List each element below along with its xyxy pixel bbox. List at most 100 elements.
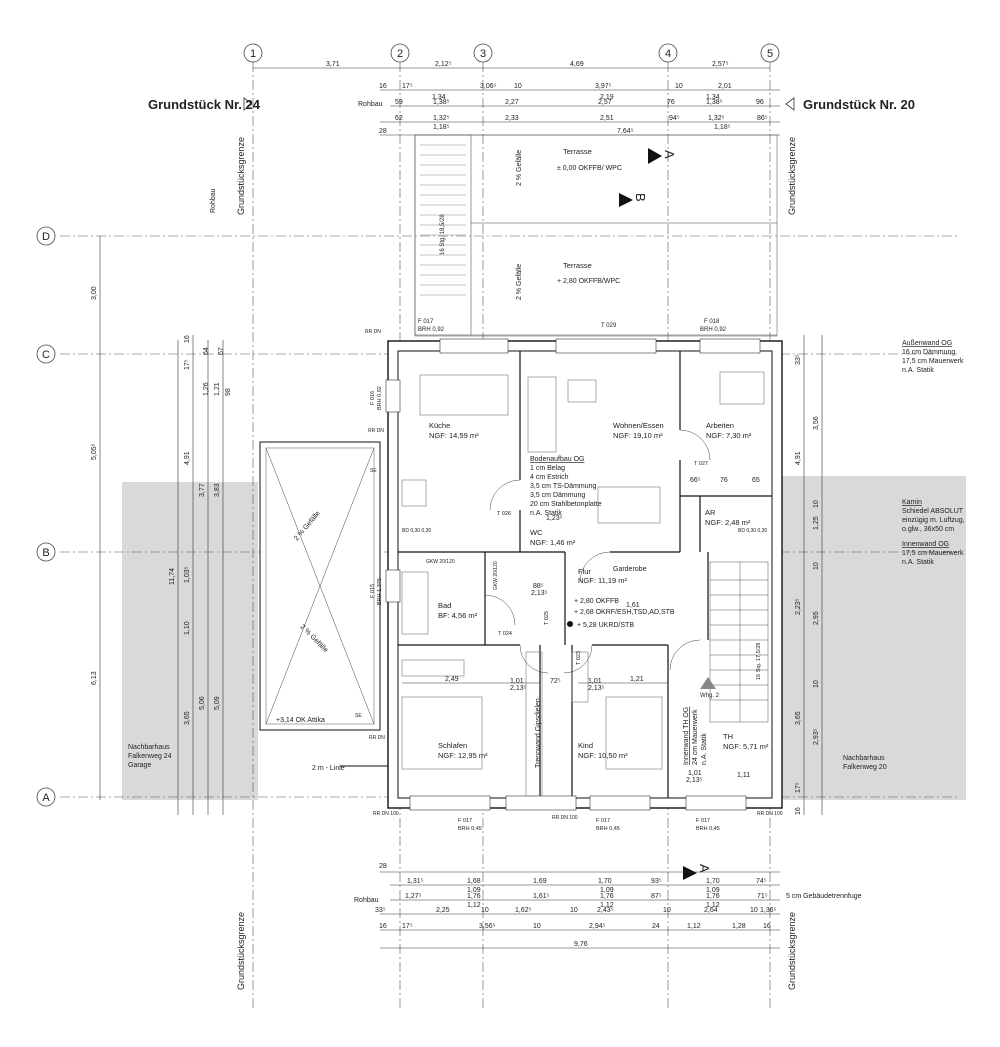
terrace-upper-level: + 2,80 OKFFB/WPC (557, 278, 620, 285)
dim-right-3: 4,91 (795, 451, 802, 465)
axis-5: 5 (767, 48, 773, 60)
axis-C: C (42, 349, 50, 361)
tag-brh-b1: BRH 0,45 (458, 826, 482, 832)
dim-left-6: 1,03⁵ (184, 566, 191, 583)
tag-t023: T 023 (576, 651, 582, 665)
dim-left-15: 64 (203, 347, 210, 355)
kamin-note: Kamin Schiedel ABSOLUT einzügig m. Luftz… (902, 499, 965, 533)
dim-bot-r7-2: 17⁵ (402, 923, 413, 930)
boundary-label-right-bottom: Grundstücksgrenze (787, 912, 797, 990)
dim-bot-r7-9: 16 (763, 923, 771, 930)
tag-f018: F 018 (704, 319, 720, 325)
kamin-line-1: Schiedel ABSOLUT (902, 508, 964, 515)
dim-row4-6: 1,38⁵ (706, 99, 723, 106)
dim-bot-r6-2: 2,25 (436, 907, 450, 914)
tag-brh-f017-top: BRH 0,92 (418, 327, 445, 333)
window-tags: T 026 T 027 T 024 T 025 T 023 F 016 BRH … (365, 329, 783, 832)
dim-left-9: 3,77 (199, 483, 206, 497)
neighbour-left-line-1: Nachbarhaus (128, 744, 170, 751)
tag-gkw-1: GKW 20/120 (426, 559, 455, 565)
plot-left-label: Grundstück Nr. 24 (148, 97, 261, 112)
dim-bot-r7-4: 10 (533, 923, 541, 930)
bodenaufbau-title: Bodenaufbau OG (530, 456, 585, 463)
dim-row2-1: 16 (379, 83, 387, 90)
se-bottom: SE (355, 713, 362, 719)
inner-dim-10: 2,13⁵ (686, 777, 703, 784)
inner-dim-16: 88⁵ (533, 583, 544, 590)
inner-dim-7: 65 (752, 477, 760, 484)
inner-dim-12: 2,13⁵ (510, 685, 527, 692)
dim-right-6: 10 (813, 562, 820, 570)
dim-bot-r5-1: 1,12 (467, 902, 481, 909)
dim-row4-7: 96 (756, 99, 764, 106)
dim-row5-7: 86⁵ (757, 115, 768, 122)
bodenaufbau-line-4: 3,5 cm Dämmung (530, 492, 585, 499)
dim-row3-1: 1,34 (432, 94, 446, 101)
inner-dim-1: 2,49 (445, 676, 459, 683)
boundary-label-right-top: Grundstücksgrenze (787, 137, 797, 215)
section-marker-b-top (619, 193, 633, 207)
room-wohnen-name: Wohnen/Essen (613, 421, 664, 430)
aussenwand-line-1: 16 cm Dämmung (902, 349, 955, 356)
room-arbeiten-area: NGF: 7,30 m² (706, 431, 752, 440)
tag-brh-b2: BRH 0,45 (596, 826, 620, 832)
dim-right-13: 16 (795, 807, 802, 815)
dim-row2-4: 10 (514, 83, 522, 90)
tag-f017-b1: F 017 (458, 818, 472, 824)
neighbour-left-line-3: Garage (128, 762, 151, 769)
axis-A: A (42, 792, 50, 804)
level-okrf: + 2,68 OKRF/ESH,TSD,AD,STB (574, 609, 675, 616)
dim-row6-4: 1,18⁵ (714, 124, 731, 131)
axis-4: 4 (665, 48, 671, 60)
dim-top-2: 2,12⁵ (435, 61, 452, 68)
dim-left-16: 67 (218, 347, 225, 355)
inner-dim-11: 1,01 (510, 678, 524, 685)
dim-right-1: 33⁵ (795, 354, 802, 365)
room-kind-area: NGF: 10,50 m² (578, 751, 628, 760)
rohbau-top-label: Rohbau (358, 101, 383, 108)
axis-D: D (42, 231, 50, 243)
tag-f017-b3: F 017 (696, 818, 710, 824)
section-label-b-top: B (633, 193, 648, 202)
tag-f015: F 015 (370, 584, 376, 598)
tag-brh-b3: BRH 0,45 (696, 826, 720, 832)
tag-rrdn-2: RR DN (368, 428, 384, 434)
neighbour-right-line-1: Nachbarhaus (843, 755, 885, 762)
dim-row5-2: 1,32⁵ (433, 115, 450, 122)
terrace-slope-1: 2 % Gefälle (516, 150, 523, 186)
inner-stair (709, 561, 769, 723)
section-marker-a-bottom (683, 866, 697, 880)
dim-bot-r6-8: 2,64 (704, 907, 718, 914)
dim-bot-r7-8: 1,28 (732, 923, 746, 930)
dim-bot-r7-7: 1,12 (687, 923, 701, 930)
dim-right-2: 3,56 (813, 416, 820, 430)
inner-dim-15: 72⁵ (550, 678, 561, 685)
dim-left-3: 6,13 (91, 671, 98, 685)
dim-row2-7: 2,01 (718, 83, 732, 90)
axis-B: B (42, 547, 49, 559)
tag-brh-f016: BRH 0,92 (377, 386, 383, 410)
inner-stair-label: 16 Stg. 17,5/28 (756, 643, 762, 680)
dim-total: 9,76 (574, 941, 588, 948)
boundary-label-left-bottom: Grundstücksgrenze (236, 912, 246, 990)
dim-bot-r7-1: 16 (379, 923, 387, 930)
dim-row6-3: 7,64⁵ (617, 128, 634, 135)
inner-dim-2: 1,21 (630, 676, 644, 683)
dim-row2-2: 17⁵ (402, 83, 413, 90)
bodenaufbau-note: Bodenaufbau OG 1 cm Belag 4 cm Estrich 3… (530, 456, 602, 517)
dim-bot-r2-3: 1,69 (533, 878, 547, 885)
dim-bot-r2-1: 1,31⁵ (407, 878, 424, 885)
dim-bot-r2-6: 1,70 (706, 878, 720, 885)
dim-bot-r1-1: 28 (379, 863, 387, 870)
dim-bot-r4-7: 71⁵ (757, 893, 768, 900)
room-flur-name: Flur (578, 567, 591, 576)
door-swings (484, 429, 711, 674)
dim-row3-3: 1,34 (706, 94, 720, 101)
room-kueche-area: NGF: 14,59 m² (429, 431, 479, 440)
section-label-a-bottom: A (697, 864, 712, 873)
bodenaufbau-line-3: 3,5 cm TS-Dämmung (530, 483, 596, 490)
inner-dimensions: 2,49 1,21 1,23⁵ 1,61 66⁵ 76 65 1,11 1,01… (402, 477, 760, 784)
tag-brh-f015: BRH 1,375 (377, 578, 383, 605)
bodenaufbau-line-6: n.A. Statik (530, 510, 562, 517)
